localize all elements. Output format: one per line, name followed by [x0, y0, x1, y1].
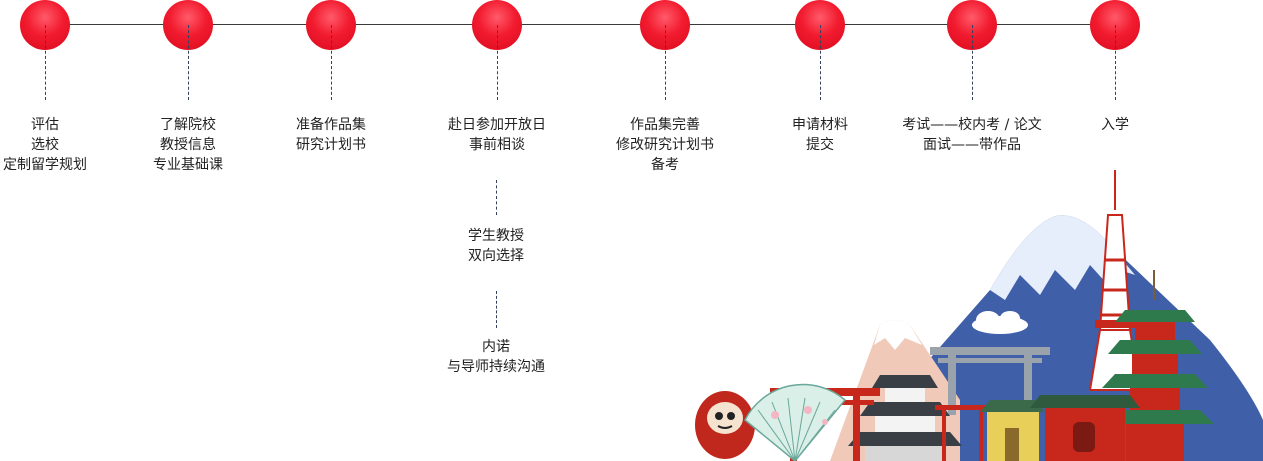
timeline-line	[45, 24, 1115, 25]
cloud	[972, 311, 1028, 334]
sub-step-label: 内诺 与导师持续沟通	[447, 339, 545, 375]
step-label: 了解院校 教授信息 专业基础课	[153, 117, 223, 173]
step-label: 准备作品集 研究计划书	[296, 117, 366, 153]
step-connector	[188, 25, 189, 100]
castle	[848, 375, 962, 461]
temple	[980, 400, 1045, 461]
step-label: 作品集完善 修改研究计划书 备考	[616, 117, 714, 173]
step-label: 赴日参加开放日 事前相谈	[448, 117, 546, 153]
step-connector	[820, 25, 821, 100]
step-label: 申请材料 提交	[792, 117, 848, 153]
folding-fan	[744, 383, 847, 461]
japan-landmarks-illustration	[695, 170, 1263, 461]
step-connector	[1115, 25, 1116, 100]
kaminarimon	[1030, 395, 1140, 461]
torii-gate-grey	[930, 347, 1050, 415]
step-connector	[972, 25, 973, 100]
step-connector	[331, 25, 332, 100]
daruma	[695, 391, 755, 459]
step-label: 入学	[1101, 117, 1129, 133]
sub-step-connector	[496, 291, 497, 328]
sub-step-connector	[496, 180, 497, 215]
sub-step-label: 学生教授 双向选择	[468, 228, 524, 264]
step-label: 考试——校内考 / 论文 面试——带作品	[902, 117, 1042, 153]
step-connector	[665, 25, 666, 100]
pagoda	[1096, 270, 1214, 461]
step-label: 评估 选校 定制留学规划	[3, 117, 87, 173]
step-connector	[497, 25, 498, 100]
torii-gate-small	[935, 405, 990, 461]
step-connector	[45, 25, 46, 100]
